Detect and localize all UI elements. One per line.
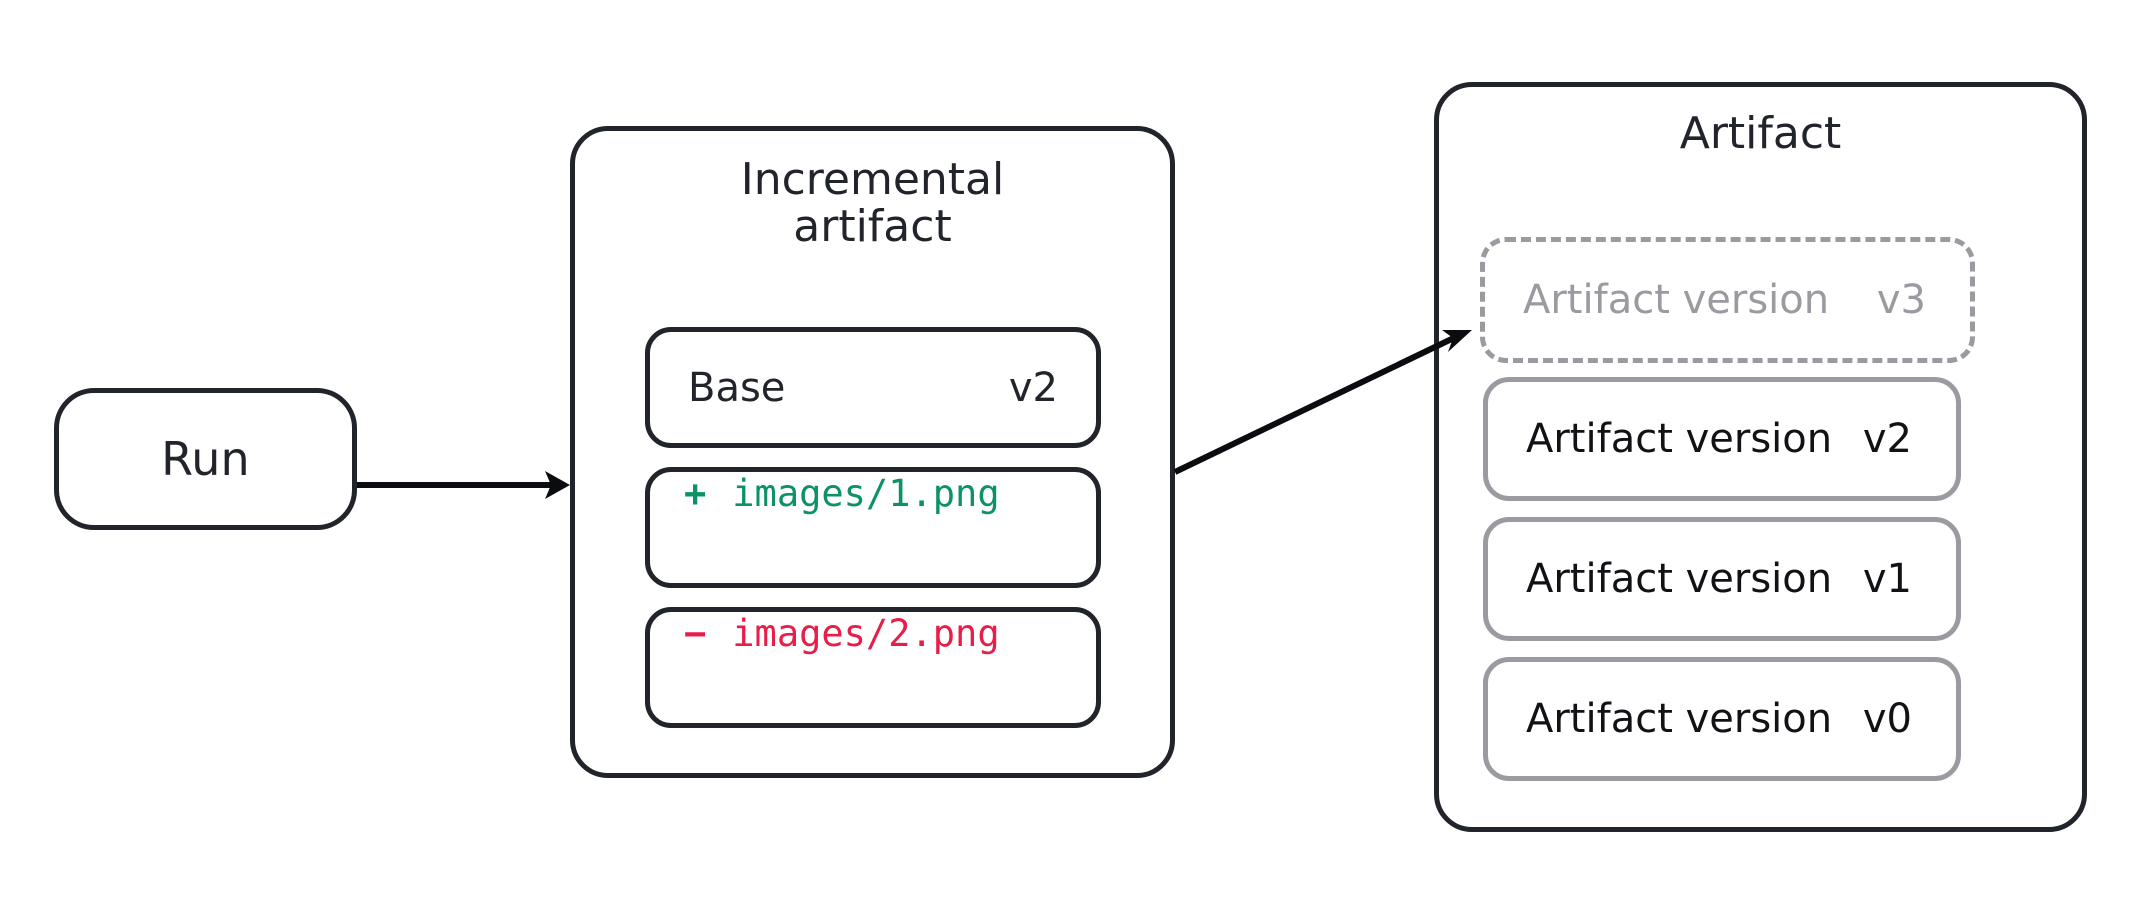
incremental-row-base-version: v2 xyxy=(1008,364,1058,411)
incremental-row-base[interactable]: Base v2 xyxy=(645,327,1101,448)
run-label: Run xyxy=(161,432,250,486)
artifact-version-row-v2[interactable]: Artifact version v2 xyxy=(1483,377,1961,501)
incremental-row-added-path: images/1.png xyxy=(732,472,1000,515)
minus-icon: − xyxy=(684,612,707,655)
artifact-version-label-v0: Artifact version xyxy=(1526,696,1833,742)
artifact-version-number-v1: v1 xyxy=(1862,556,1912,602)
artifact-version-label-v2: Artifact version xyxy=(1526,416,1833,462)
run-node[interactable]: Run xyxy=(54,388,357,530)
artifact-version-number-v2: v2 xyxy=(1862,416,1912,462)
artifact-version-label-v3: Artifact version xyxy=(1523,277,1830,323)
incremental-artifact-node[interactable]: Incremental artifact Base v2 + images/1.… xyxy=(570,126,1175,778)
incremental-row-removed-path: images/2.png xyxy=(732,612,1000,655)
artifact-version-row-v0[interactable]: Artifact version v0 xyxy=(1483,657,1961,781)
incremental-artifact-title: Incremental artifact xyxy=(740,154,1005,252)
arrow-run-to-incremental xyxy=(357,471,570,499)
artifact-title: Artifact xyxy=(1679,108,1842,159)
artifact-node[interactable]: Artifact Artifact version v3 Artifact ve… xyxy=(1434,82,2087,832)
artifact-version-row-v3[interactable]: Artifact version v3 xyxy=(1480,237,1975,363)
incremental-row-added-file[interactable]: + images/1.png xyxy=(645,467,1101,588)
plus-icon: + xyxy=(684,472,707,515)
incremental-row-removed-file[interactable]: − images/2.png xyxy=(645,607,1101,728)
artifact-version-label-v1: Artifact version xyxy=(1526,556,1833,602)
artifact-version-number-v0: v0 xyxy=(1862,696,1912,742)
artifact-version-number-v3: v3 xyxy=(1876,277,1926,323)
incremental-row-base-label: Base xyxy=(688,364,786,411)
artifact-version-row-v1[interactable]: Artifact version v1 xyxy=(1483,517,1961,641)
arrow-incremental-to-artifact xyxy=(1173,330,1472,475)
